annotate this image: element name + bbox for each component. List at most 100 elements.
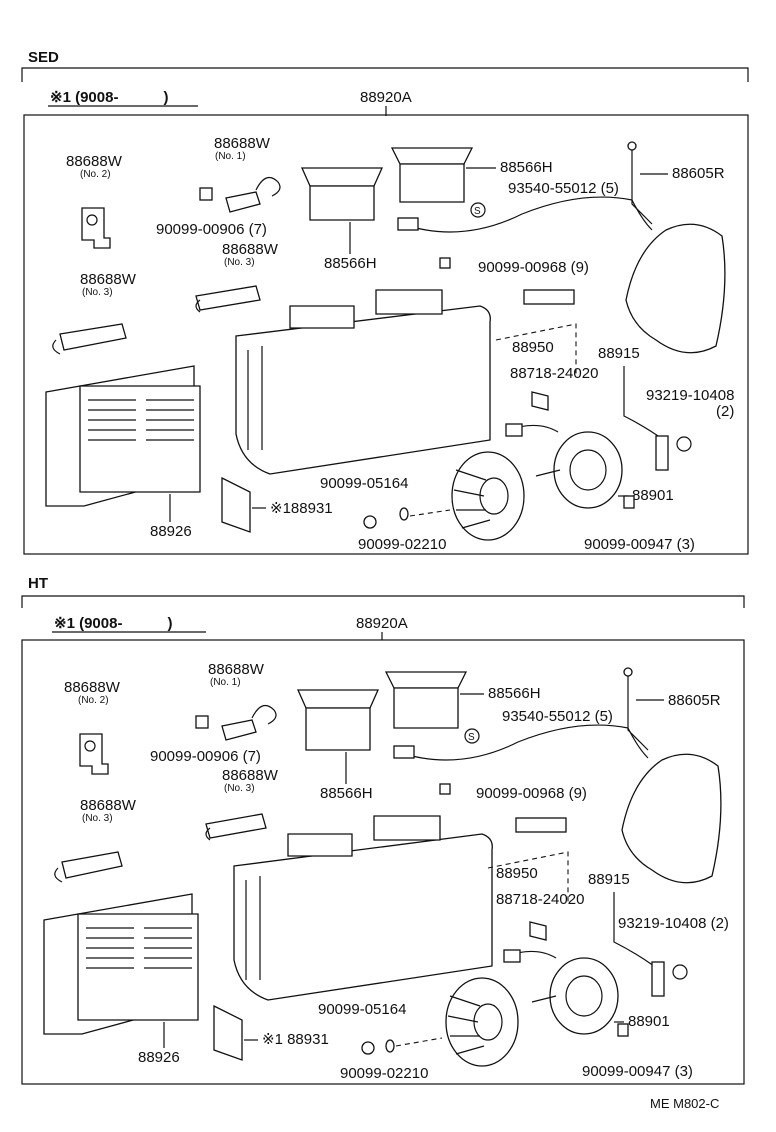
part-label: 88688W [222,241,279,258]
part-sublabel: (No. 3) [82,287,113,298]
bracket-icon [199,176,281,213]
clamp-s-mark: S [474,206,481,217]
part-label: (2) [716,403,734,420]
clamp-s-icon [464,728,480,744]
part-sublabel: (No. 1) [210,677,241,688]
part-label: ※1 88931 [262,1031,329,1048]
part-label: 88950 [512,339,554,356]
part-label: 88915 [598,345,640,362]
connector-icon [651,961,665,997]
screw-icon [439,783,451,795]
fan-wheel-icon [451,451,525,541]
part-sublabel: (No. 3) [82,813,113,824]
part-sublabel: (No. 2) [78,695,109,706]
leader-line [495,323,577,374]
part-label: 88566H [324,255,377,272]
figure-code: ME M802-C [650,1096,719,1111]
part-label: 88950 [496,865,538,882]
screw-icon [439,257,451,269]
part-label: ※188931 [270,500,333,517]
part-label: 88688W [80,797,137,814]
part-label: 90099-00906 (7) [156,221,267,238]
part-sublabel: (No. 3) [224,257,255,268]
connector-icon [397,217,419,231]
part-label: 90099-05164 [318,1001,406,1018]
resistor-icon [523,289,575,305]
part-label: 88688W [208,661,265,678]
part-label: 88901 [632,487,674,504]
leader-line [487,851,569,902]
washer-icon [399,507,409,521]
part-sublabel: (No. 1) [215,151,246,162]
part-label: 88688W [80,271,137,288]
part-label: 88566H [320,785,373,802]
part-label: 88688W [66,153,123,170]
part-label: 88901 [628,1013,670,1030]
bracket-icon [79,733,109,775]
section-sed: SED ※1 (9008- ) 88920A 88688W (No. 2) 88… [21,49,749,555]
leader-line [409,509,451,517]
clamp-s-mark: S [468,732,475,743]
part-label: 93219-10408 [646,387,734,404]
duct-icon [300,167,384,221]
assembly-part-number: 88920A [360,89,412,106]
clamp-s-icon [676,436,692,452]
part-sublabel: (No. 2) [80,169,111,180]
section-bracket [21,67,749,82]
ring-terminal-icon [623,667,633,677]
clamp-s-icon [470,202,486,218]
wire-icon [613,892,655,967]
part-label: 90099-00947 (3) [582,1063,693,1080]
part-label: 93540-55012 (5) [508,180,619,197]
part-label: 93540-55012 (5) [502,708,613,725]
part-label: 88688W [64,679,121,696]
part-label: 90099-05164 [320,475,408,492]
section-bracket [21,595,745,608]
part-label: 90099-02210 [340,1065,428,1082]
part-label: 88566H [500,159,553,176]
cover-panel-icon [621,753,722,884]
clip-icon [531,391,549,411]
part-label: 90099-00947 (3) [584,536,695,553]
part-label: 93219-10408 (2) [618,915,729,932]
bracket-icon [221,476,251,533]
connector-icon [393,745,415,759]
ground-wire-icon [627,674,649,751]
bracket-icon [195,704,277,741]
fan-wheel-icon [445,977,519,1067]
duct-icon [296,689,380,751]
part-label: 88688W [222,767,279,784]
blower-housing-icon [235,289,491,475]
part-label: 90099-00968 (9) [476,785,587,802]
blower-housing-icon [233,815,493,1001]
part-label: 88718-24020 [496,891,584,908]
screw-icon [617,1023,629,1037]
bracket-icon [81,207,111,249]
blower-motor-icon [505,423,623,509]
clip-icon [529,921,547,941]
part-label: 88605R [668,692,721,709]
part-label: 88605R [672,165,725,182]
part-label: 88926 [138,1049,180,1066]
clamp-s-icon [672,964,688,980]
part-label: 90099-02210 [358,536,446,553]
diagram-frame [21,639,745,1085]
wire-harness-icon [401,196,653,233]
wire-harness-icon [397,724,649,761]
cover-panel-icon [625,223,726,354]
part-label: 88566H [488,685,541,702]
part-label: 88718-24020 [510,365,598,382]
diagram-frame [23,114,749,555]
blower-motor-icon [503,949,619,1035]
bracket-icon [52,323,127,355]
screw-icon [623,495,635,509]
section-ht: HT ※1 (9008- ) 88920A 88688W (No. 2) 886… [21,575,745,1085]
option-note: ※1 (9008- ) [54,615,172,632]
bracket-icon [195,285,261,313]
nut-icon [361,1041,375,1055]
bracket-icon [54,851,123,883]
bracket-icon [205,813,267,841]
ring-terminal-icon [627,141,637,151]
connector-icon [655,435,669,471]
